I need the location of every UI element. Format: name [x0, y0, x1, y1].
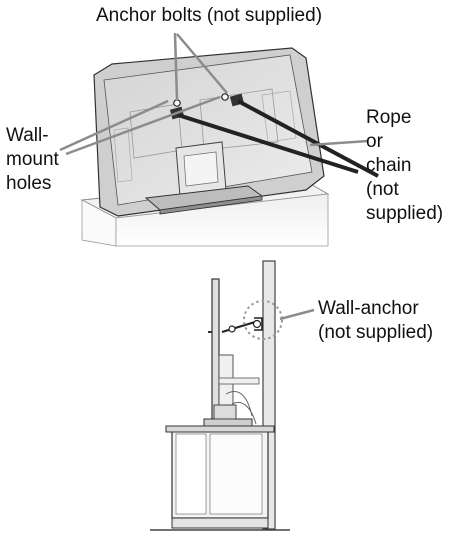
bottom-side-view-illustration [150, 260, 315, 531]
wall-anchor-label: Wall-anchor (not supplied) [318, 298, 434, 343]
rope-lines [177, 99, 379, 178]
top-tv-illustration [59, 32, 379, 247]
rope-or-chain-label: Rope or chain (not supplied) [366, 107, 444, 224]
wall-anchor-assembly [221, 300, 283, 340]
leader-lines [59, 32, 369, 156]
wall-anchor-leader [279, 308, 315, 321]
anchor-bolts-label: Anchor bolts (not supplied) [96, 5, 323, 26]
side-cabinet [165, 425, 275, 529]
wall-mount-holes-label: Wall- mount holes [6, 125, 59, 194]
tv-stand [144, 141, 264, 215]
tv-side-profile [203, 278, 260, 430]
